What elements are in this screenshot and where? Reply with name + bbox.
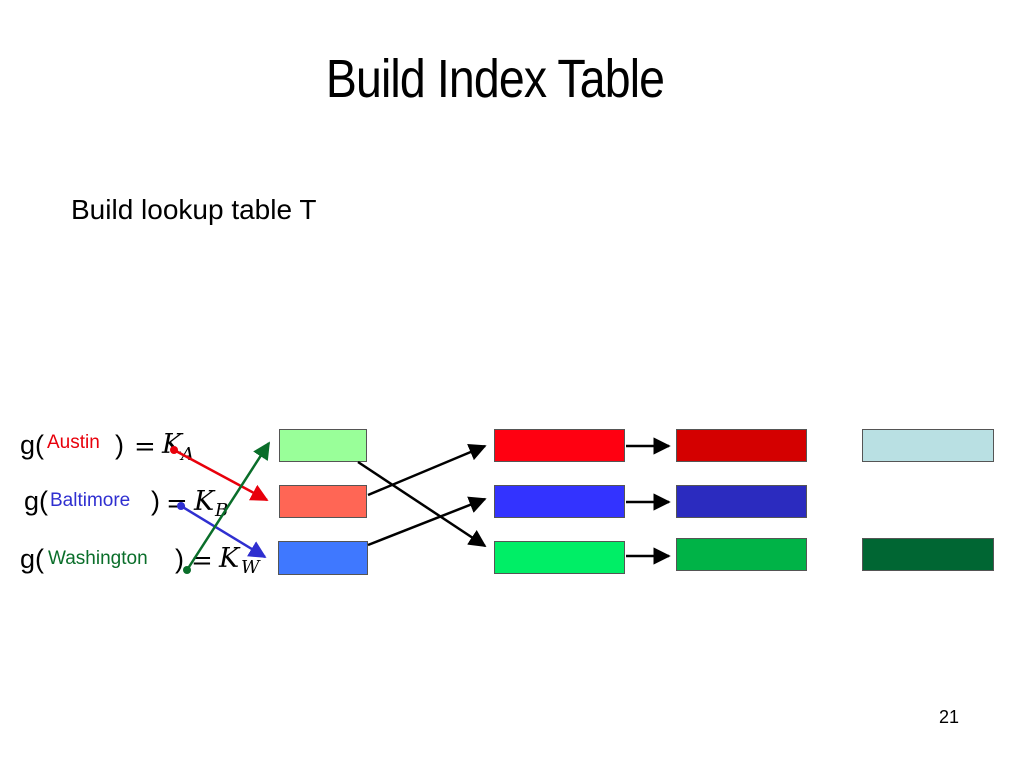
table-c-box-3 xyxy=(862,538,994,571)
function-g-washington: g( xyxy=(20,544,45,574)
arrow-box3-to-table xyxy=(367,496,487,547)
arrow-washington-to-box xyxy=(185,441,271,571)
table-a-box-1 xyxy=(494,429,625,462)
key-subscript-washington: W xyxy=(241,557,260,578)
table-b-box-1 xyxy=(676,429,807,462)
arrow-baltimore-to-box xyxy=(180,504,267,559)
dot-austin xyxy=(170,446,178,454)
key-box-1 xyxy=(279,429,367,462)
function-g-baltimore: g( xyxy=(24,486,49,516)
city-label-washington: Washington xyxy=(48,548,148,569)
dot-washington xyxy=(183,566,191,574)
slide-subtitle: Build lookup table T xyxy=(71,194,317,225)
key-washington: K xyxy=(219,543,240,574)
arrow-box1-to-table xyxy=(357,460,487,548)
arrow-box2-to-table xyxy=(367,444,487,497)
key-box-2 xyxy=(279,485,367,518)
city-label-baltimore: Baltimore xyxy=(50,490,131,511)
table-c-box-1 xyxy=(862,429,994,462)
equals-baltimore: = xyxy=(166,489,188,519)
close-paren-washington: ) xyxy=(175,544,184,574)
key-baltimore: K xyxy=(194,486,215,517)
city-label-austin: Austin xyxy=(47,432,100,453)
function-g-austin: g( xyxy=(20,430,45,460)
page-number: 21 xyxy=(939,707,960,727)
arrow-austin-to-box xyxy=(173,448,269,502)
close-paren-baltimore: ) xyxy=(151,486,160,516)
table-b-box-2 xyxy=(676,485,807,518)
table-b-box-3 xyxy=(676,538,807,571)
table-a-box-3 xyxy=(494,541,625,574)
table-a-box-2 xyxy=(494,485,625,518)
key-box-3 xyxy=(278,541,368,575)
equals-austin: = xyxy=(134,432,156,462)
key-subscript-baltimore: B xyxy=(215,500,229,521)
slide-title: Build Index Table xyxy=(325,49,665,109)
close-paren-austin: ) xyxy=(115,430,124,460)
dot-baltimore xyxy=(177,502,185,510)
